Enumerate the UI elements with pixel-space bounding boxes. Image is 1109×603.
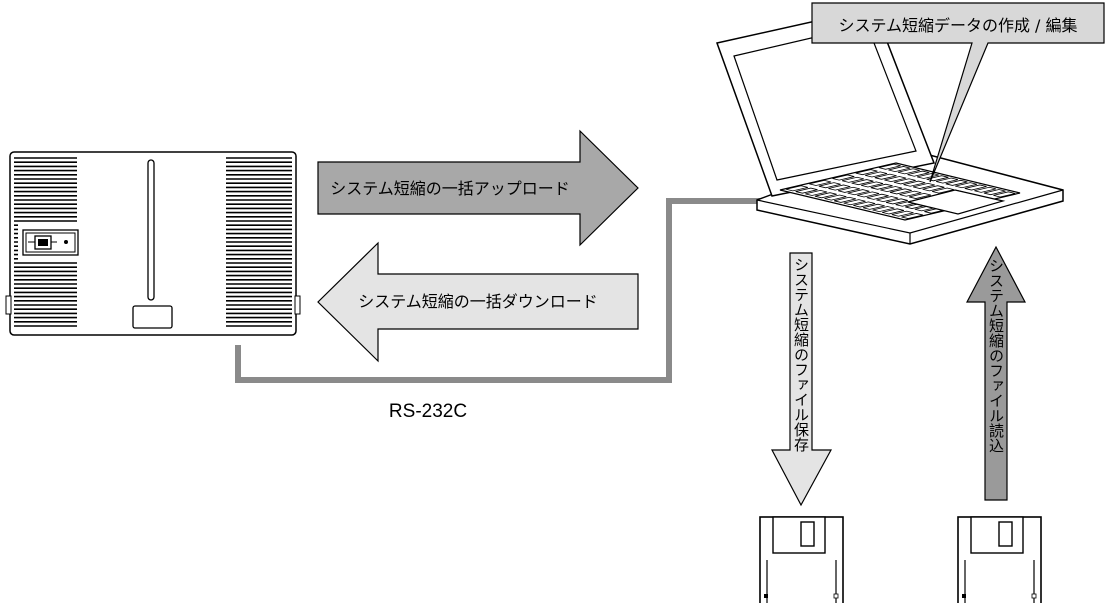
cable-label: RS-232C [389,401,467,422]
rs232c-cable [235,198,760,383]
callout-bubble: システム短縮データの作成 / 編集 [811,2,1105,183]
power-switch [22,229,79,256]
download-arrow: システム短縮の一括ダウンロード [317,241,639,363]
file-load-arrow: システム短縮のファイル読込 [966,245,1026,501]
floppy-disk-load [957,516,1042,603]
upload-label: システム短縮の一括アップロード [330,179,570,198]
right-vent [226,157,292,327]
file-save-label: システム短縮のファイル保存 [792,257,810,452]
floppy-disk-save [759,516,844,603]
touchpad [907,189,1006,215]
upload-arrow: システム短縮の一括アップロード [317,129,639,247]
main-unit [5,151,301,336]
laptop [716,7,1064,245]
center-slot [147,159,155,301]
callout-text: システム短縮データの作成 / 編集 [838,16,1077,35]
file-load-label: システム短縮のファイル読込 [987,258,1005,453]
download-label: システム短縮の一括ダウンロード [358,292,598,311]
file-save-arrow: システム短縮のファイル保存 [771,252,833,507]
keyboard-keys [785,163,1016,219]
front-panel [132,305,173,329]
